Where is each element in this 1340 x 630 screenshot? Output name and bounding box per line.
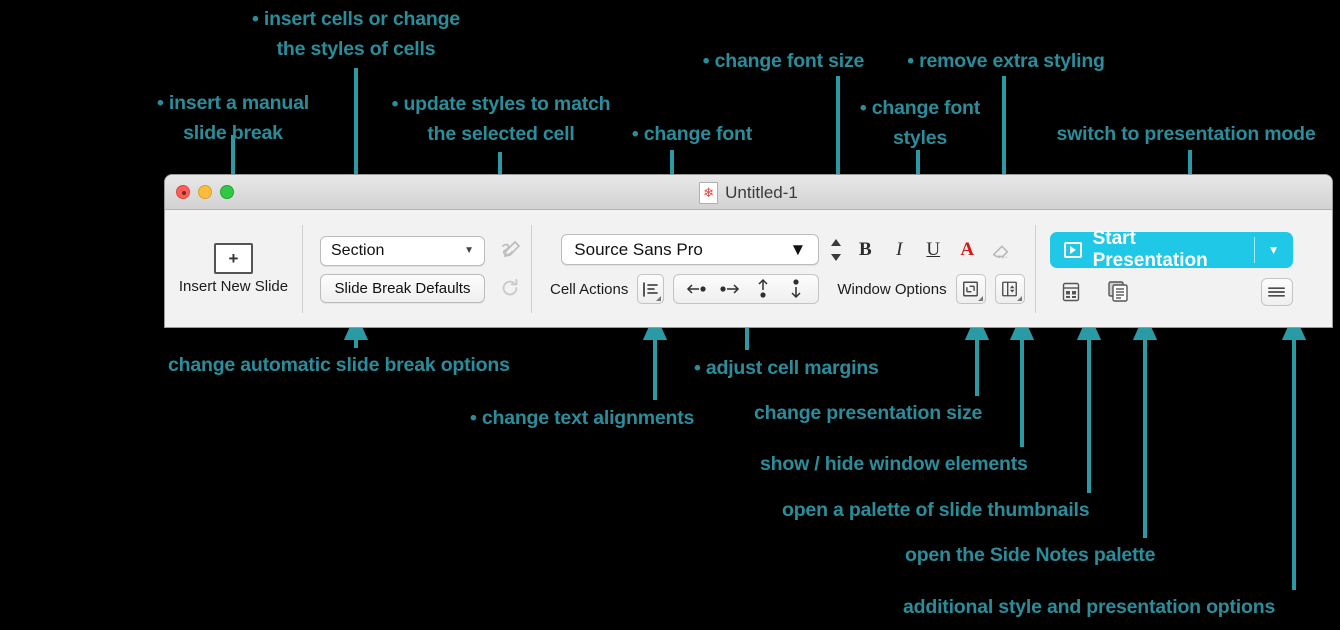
presentation-icon-row	[1050, 277, 1293, 307]
cell-actions-label: Cell Actions	[550, 280, 629, 298]
plus-in-slide-icon[interactable]: +	[214, 242, 253, 274]
slide-break-defaults-button[interactable]: Slide Break Defaults	[320, 273, 485, 303]
resize-diagonal-icon[interactable]	[955, 274, 986, 304]
minimize-button[interactable]	[198, 185, 212, 199]
traffic-lights	[165, 185, 234, 199]
presentation-group: Start Presentation ▼	[1036, 211, 1305, 327]
start-presentation-label: Start Presentation	[1092, 227, 1208, 271]
app-window: ❄ Untitled-1 + Insert New Slide Section …	[165, 175, 1332, 327]
anno-change-font-styles: • change font styles	[859, 97, 981, 149]
panel-toggle-icon[interactable]	[994, 274, 1025, 304]
anno-insert-manual-slide-break: • insert a manual slide break	[157, 92, 309, 144]
cell-style-popup-value: Section	[331, 241, 385, 259]
window-title: ❄ Untitled-1	[165, 175, 1332, 210]
margin-bottom-icon[interactable]	[779, 275, 812, 303]
anno-remove-extra-styling: • remove extra styling	[907, 50, 1105, 72]
insert-new-slide-label: Insert New Slide	[178, 277, 289, 295]
separator-1	[302, 225, 303, 313]
cell-margins-group	[673, 274, 820, 304]
chevron-down-icon: ▼	[789, 239, 807, 259]
anno-open-palette-of-slide-thumbnails: open a palette of slide thumbnails	[782, 499, 1090, 521]
eraser-icon[interactable]	[989, 239, 1013, 261]
side-notes-icon[interactable]	[1092, 280, 1148, 304]
anno-insert-cells-or-change-styles: • insert cells or change the styles of c…	[252, 8, 460, 60]
chevron-down-icon: ▼	[464, 245, 474, 256]
anno-adjust-cell-margins: • adjust cell margins	[694, 357, 879, 379]
grid-thumbnails-icon[interactable]	[1050, 281, 1092, 303]
anno-switch-to-presentation-mode: switch to presentation mode	[1056, 123, 1316, 145]
separator-3	[1034, 225, 1036, 313]
toolbar: + Insert New Slide Section ▼	[165, 211, 1332, 327]
anno-additional-style-and-presentation-options: additional style and presentation option…	[903, 596, 1276, 618]
anno-show-hide-window-elements: show / hide window elements	[760, 453, 1028, 475]
snowflake-icon: ❄	[699, 181, 719, 204]
underline-button[interactable]: U	[926, 238, 941, 260]
font-and-cell-group: Source Sans Pro ▼ B I U A	[532, 211, 1035, 327]
anno-update-styles-to-match: • update styles to match the selected ce…	[391, 93, 611, 145]
zoom-button[interactable]	[220, 185, 234, 199]
play-in-box-icon	[1063, 241, 1082, 258]
hamburger-menu-icon[interactable]	[1260, 277, 1293, 306]
cell-align-icon[interactable]	[637, 274, 665, 304]
slide-break-defaults-label: Slide Break Defaults	[334, 279, 471, 297]
anno-change-presentation-size: change presentation size	[754, 402, 983, 424]
anno-change-automatic-slide-break-options: change automatic slide break options	[168, 354, 510, 376]
font-size-stepper[interactable]	[829, 235, 843, 265]
italic-button[interactable]: I	[896, 238, 903, 260]
window-title-text: Untitled-1	[725, 182, 798, 202]
cell-style-popup[interactable]: Section ▼	[320, 235, 485, 266]
separator-2	[531, 225, 532, 313]
margin-top-icon[interactable]	[746, 275, 779, 303]
anno-change-font-size: • change font size	[702, 50, 865, 72]
start-presentation-caret[interactable]: ▼	[1267, 242, 1280, 257]
font-family-popup[interactable]: Source Sans Pro ▼	[561, 234, 820, 265]
anno-open-side-notes-palette: open the Side Notes palette	[905, 544, 1156, 566]
text-color-button[interactable]: A	[960, 238, 975, 260]
margin-left-icon[interactable]	[680, 275, 713, 303]
anno-change-text-alignments: • change text alignments	[470, 407, 695, 429]
button-divider	[1253, 236, 1255, 263]
anno-change-font: • change font	[631, 123, 753, 145]
section-styles-group: Section ▼ Slide Break Defaults	[303, 211, 531, 327]
margin-right-icon[interactable]	[713, 275, 746, 303]
insert-new-slide-control[interactable]: + Insert New Slide	[165, 211, 302, 327]
close-button[interactable]	[176, 185, 190, 199]
font-family-value: Source Sans Pro	[574, 239, 703, 259]
window-options-label: Window Options	[837, 280, 947, 298]
revert-circular-arrow-icon[interactable]	[497, 275, 523, 301]
start-presentation-button[interactable]: Start Presentation ▼	[1049, 228, 1293, 271]
title-bar: ❄ Untitled-1	[165, 175, 1332, 210]
pen-style-update-icon[interactable]	[497, 238, 523, 264]
bold-button[interactable]: B	[858, 238, 872, 260]
